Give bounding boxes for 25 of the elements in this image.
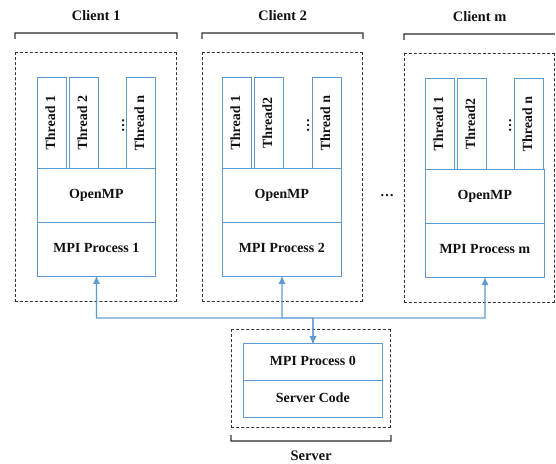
thread-box: Thread2	[254, 76, 284, 169]
openmp-layer-box: OpenMP	[222, 168, 342, 223]
openmp-layer-box: OpenMP	[36, 168, 156, 223]
process-box: MPI Process 2	[222, 222, 342, 277]
thread-box: Thread 2	[68, 76, 99, 169]
process-box: MPI Process m	[424, 222, 545, 278]
ellipsis-mark: …	[500, 118, 516, 132]
thread-box: Thread 1	[424, 78, 455, 170]
client-heading: Client 1	[70, 8, 122, 25]
thread-box: Thread n	[126, 76, 156, 169]
server-heading: Server	[289, 448, 333, 464]
ellipsis-mark: …	[380, 185, 394, 201]
client-heading: Client 2	[257, 8, 308, 25]
thread-box: Thread 1	[222, 76, 252, 169]
server-code-box: Server Code	[242, 380, 383, 418]
thread-box: Thread2	[456, 78, 487, 170]
thread-box: Thread n	[514, 78, 544, 170]
process-box: MPI Process 1	[36, 222, 156, 277]
openmp-layer-box: OpenMP	[424, 168, 545, 224]
ellipsis-mark: …	[298, 118, 314, 132]
client-heading: Client m	[452, 9, 508, 26]
thread-box: Thread 1	[36, 76, 67, 169]
process-box: MPI Process 0	[242, 342, 383, 381]
connector-arrow	[310, 278, 488, 343]
thread-box: Thread n	[312, 76, 342, 169]
